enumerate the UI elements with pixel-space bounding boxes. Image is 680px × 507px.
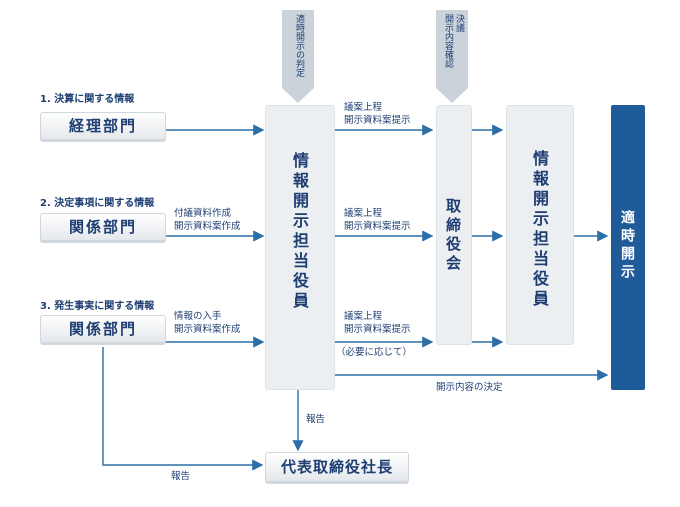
report-down-label: 報告: [306, 414, 326, 425]
officer-right-panel: 情報開示担当役員: [506, 105, 574, 345]
row3-note-2: 開示資料案作成: [174, 324, 241, 335]
department-related-3: 関係部門: [40, 315, 166, 343]
department-accounting: 経理部門: [40, 112, 166, 140]
row2-note-1: 付議資料作成: [174, 208, 232, 219]
department-related-2: 関係部門: [40, 213, 166, 241]
callout-timely-judgment: 適時開示の判定: [294, 14, 304, 77]
section-1-label: 1. 決算に関する情報: [40, 94, 135, 105]
officer-left-label: 情報開示担当役員: [290, 152, 309, 312]
mid3-line1: 議案上程: [344, 311, 383, 322]
mid2-line2: 開示資料案提示: [344, 221, 411, 232]
report-left-label: 報告: [171, 471, 191, 482]
mid3-line2: 開示資料案提示: [344, 324, 411, 335]
timely-disclosure-panel: 適時開示: [611, 105, 645, 390]
mid2-line1: 議案上程: [344, 208, 383, 219]
row2-note-2: 開示資料案作成: [174, 221, 241, 232]
as-needed-note: （必要に応じて）: [336, 347, 413, 358]
callout-resolution-1: 決議: [454, 14, 464, 32]
officer-right-label: 情報開示担当役員: [530, 150, 549, 310]
officer-left-panel: 情報開示担当役員: [265, 105, 335, 390]
board-panel: 取締役会: [436, 105, 472, 345]
president-box: 代表取締役社長: [265, 452, 409, 482]
board-label: 取締役会: [444, 198, 462, 274]
arrow-report-left: [102, 347, 264, 471]
callout-arrow-resolution: [436, 10, 468, 103]
callout-arrow-timely: [282, 10, 314, 103]
row3-note-1: 情報の入手: [174, 311, 222, 322]
mid1-line2: 開示資料案提示: [344, 115, 411, 126]
mid1-line1: 議案上程: [344, 102, 383, 113]
callout-resolution-2: 開示内容確認: [443, 14, 453, 68]
section-3-label: 3. 発生事実に関する情報: [40, 301, 155, 312]
timely-disclosure-label: 適時開示: [619, 210, 635, 282]
section-2-label: 2. 決定事項に関する情報: [40, 198, 155, 209]
decision-label: 開示内容の決定: [436, 382, 503, 393]
